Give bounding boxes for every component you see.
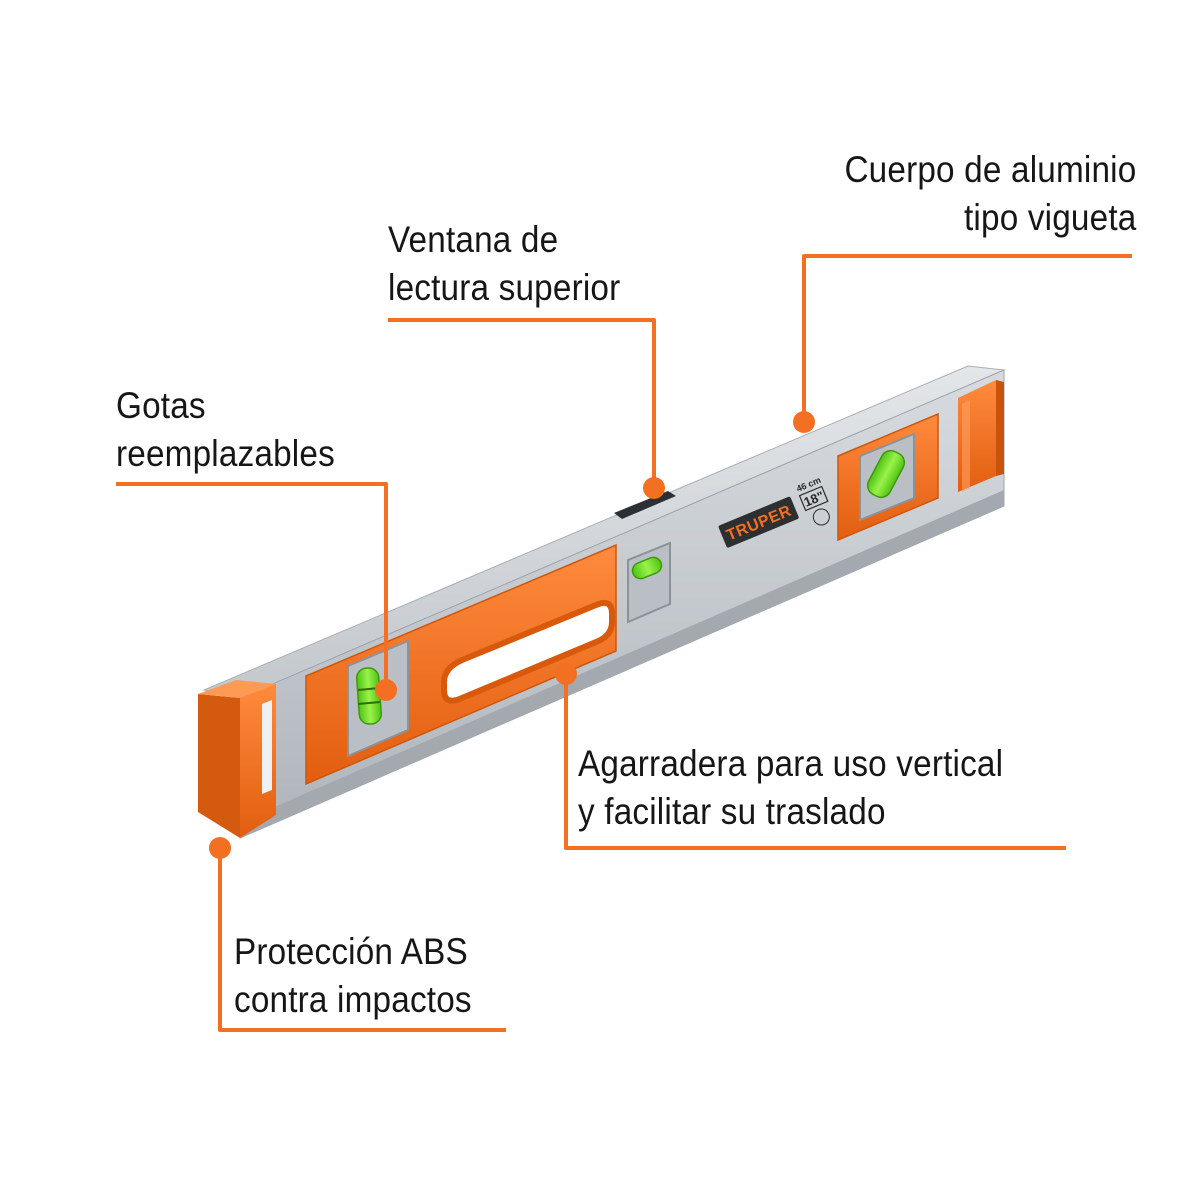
bottom-rail [240,490,1004,838]
left-end-cap [198,680,276,838]
callout-vials: Gotas reemplazables [116,382,335,478]
callout-vials-line1: Gotas [116,385,206,426]
callout-caps: Protección ABS contra impactos [234,928,472,1024]
dot-body [793,411,815,433]
leader-vials [116,482,388,690]
right-vial [866,449,906,499]
leader-window [388,318,656,486]
spirit-level: TRUPER 46 cm 18" [198,365,1006,839]
right-end-cap [958,380,1004,492]
dot-handle [555,663,577,685]
callout-body: Cuerpo de aluminio tipo vigueta [844,146,1136,242]
top-reading-window [614,491,676,519]
callout-handle-line2: y facilitar su traslado [578,791,886,832]
leader-handle [564,672,1066,850]
middle-vial [631,556,663,580]
callout-body-line2: tipo vigueta [963,197,1136,238]
callout-caps-line2: contra impactos [234,979,472,1020]
callout-caps-line1: Protección ABS [234,931,468,972]
leader-body [802,254,1132,420]
dot-caps [209,837,231,859]
dot-window [643,477,665,499]
callout-window-line1: Ventana de [388,219,559,260]
size-in: 18" [801,488,826,510]
callout-window-line2: lectura superior [388,267,621,308]
handle-opening [441,599,615,704]
callout-handle: Agarradera para uso vertical y facilitar… [578,740,1003,836]
dot-vials [375,679,397,701]
callout-body-line1: Cuerpo de aluminio [843,149,1136,190]
leader-lines [116,254,1132,1032]
callout-handle-line1: Agarradera para uso vertical [578,743,1004,784]
right-vial-frame [837,412,939,542]
callout-vials-line2: reemplazables [116,433,335,474]
leader-caps [218,848,506,1032]
leader-dots [209,411,815,859]
tolerance-icon [812,508,830,526]
callout-window: Ventana de lectura superior [388,216,620,312]
